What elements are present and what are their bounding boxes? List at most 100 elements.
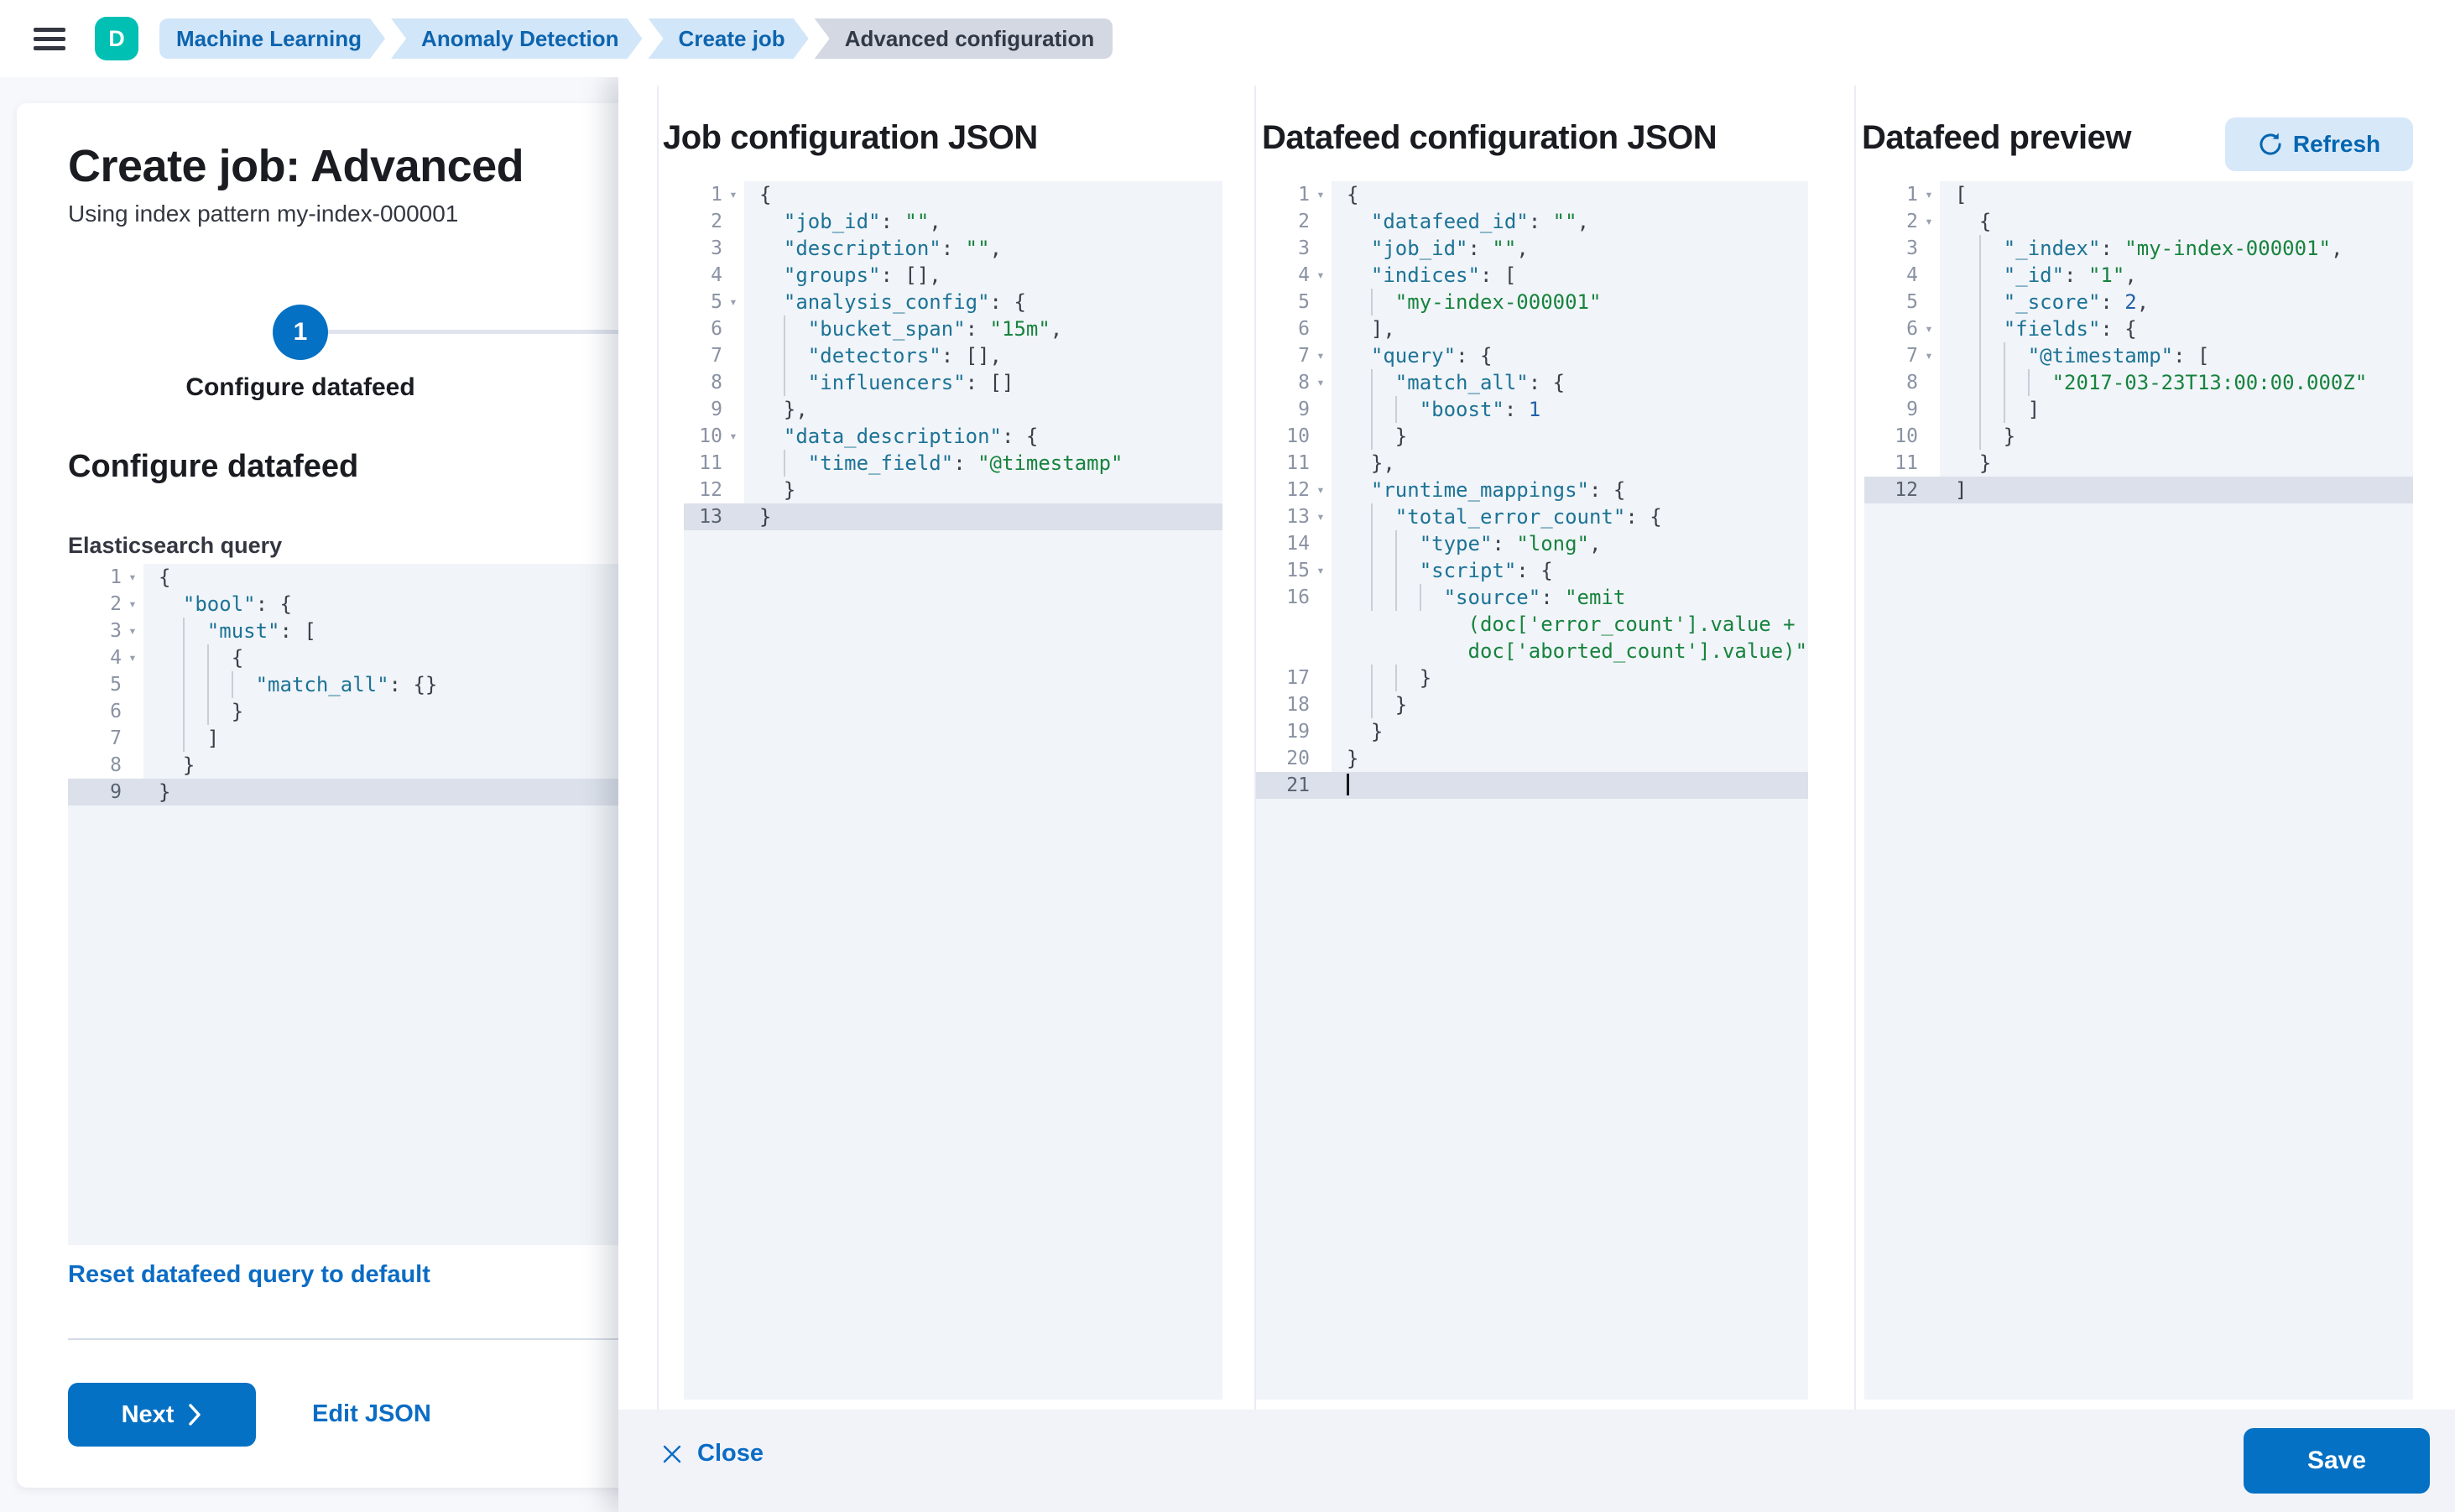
indent-guide	[1978, 342, 1981, 369]
code-line[interactable]: 7 "detectors": [],	[684, 342, 1222, 369]
code-line[interactable]: 6 }	[68, 698, 621, 725]
code-line[interactable]: 8 }	[68, 752, 621, 779]
step-1-indicator[interactable]: 1	[273, 305, 328, 360]
fold-arrow-icon[interactable]: ▾	[128, 596, 137, 612]
fold-arrow-icon[interactable]: ▾	[1316, 186, 1325, 202]
code-line[interactable]: doc['aborted_count'].value)"	[1256, 638, 1808, 665]
code-line[interactable]: 11 },	[1256, 450, 1808, 477]
indent-guide	[231, 671, 233, 698]
breadcrumb-item[interactable]: Machine Learning	[159, 18, 385, 59]
refresh-button[interactable]: Refresh	[2225, 117, 2413, 171]
code-line[interactable]: 7▾ "query": {	[1256, 342, 1808, 369]
code-line[interactable]: 3▾ "must": [	[68, 618, 621, 644]
code-line[interactable]: 4 "groups": [],	[684, 262, 1222, 289]
code-line[interactable]: 4 "_id": "1",	[1864, 262, 2413, 289]
fold-arrow-icon[interactable]: ▾	[1925, 213, 1933, 229]
fold-arrow-icon[interactable]: ▾	[1316, 482, 1325, 498]
code-line[interactable]: 12▾ "runtime_mappings": {	[1256, 477, 1808, 503]
next-button[interactable]: Next	[68, 1383, 256, 1447]
code-line[interactable]: 16 "source": "emit	[1256, 584, 1808, 611]
fold-arrow-icon[interactable]: ▾	[128, 623, 137, 639]
code-line[interactable]: 15▾ "script": {	[1256, 557, 1808, 584]
code-line[interactable]: 12 }	[684, 477, 1222, 503]
code-line[interactable]: 2▾ "bool": {	[68, 591, 621, 618]
code-line[interactable]: 17 }	[1256, 665, 1808, 691]
job-config-json-editor[interactable]: 1▾{2 "job_id": "",3 "description": "",4 …	[684, 181, 1222, 1400]
code-line[interactable]: 8 "2017-03-23T13:00:00.000Z"	[1864, 369, 2413, 396]
edit-json-link[interactable]: Edit JSON	[312, 1400, 431, 1427]
code-line[interactable]: 12]	[1864, 477, 2413, 503]
code-line[interactable]: 4▾ {	[68, 644, 621, 671]
code-line[interactable]: 9 "boost": 1	[1256, 396, 1808, 423]
code-line[interactable]: 8 "influencers": []	[684, 369, 1222, 396]
fold-arrow-icon[interactable]: ▾	[1316, 347, 1325, 363]
code-line[interactable]: 6▾ "fields": {	[1864, 315, 2413, 342]
save-button[interactable]: Save	[2244, 1428, 2430, 1494]
line-number: 3	[711, 237, 722, 259]
json-editor-flyout: Job configuration JSON Datafeed configur…	[618, 77, 2455, 1512]
datafeed-config-json-editor[interactable]: 1▾{2 "datafeed_id": "",3 "job_id": "",4 ▾…	[1256, 181, 1808, 1400]
code-line[interactable]: 3 "_index": "my-index-000001",	[1864, 235, 2413, 262]
menu-icon[interactable]	[34, 23, 65, 55]
code-line[interactable]: 18 }	[1256, 691, 1808, 718]
code-line[interactable]: 14 "type": "long",	[1256, 530, 1808, 557]
avatar[interactable]: D	[95, 17, 138, 60]
code-line[interactable]: 9 ]	[1864, 396, 2413, 423]
code-line[interactable]: 5 "_score": 2,	[1864, 289, 2413, 315]
fold-arrow-icon[interactable]: ▾	[128, 569, 137, 585]
code-line[interactable]: 21	[1256, 772, 1808, 799]
code-line[interactable]: 2 "job_id": "",	[684, 208, 1222, 235]
code-line[interactable]: 11 }	[1864, 450, 2413, 477]
code-line[interactable]: 7▾ "@timestamp": [	[1864, 342, 2413, 369]
line-number: 12	[699, 479, 722, 501]
code-line[interactable]: 3 "job_id": "",	[1256, 235, 1808, 262]
code-line[interactable]: 4▾ "indices": [	[1256, 262, 1808, 289]
reset-datafeed-query-link[interactable]: Reset datafeed query to default	[68, 1261, 430, 1288]
code-line[interactable]: 2 "datafeed_id": "",	[1256, 208, 1808, 235]
code-line[interactable]: 13}	[684, 503, 1222, 530]
fold-arrow-icon[interactable]: ▾	[1925, 347, 1933, 363]
step-1-label[interactable]: Configure datafeed	[185, 373, 415, 401]
fold-arrow-icon[interactable]: ▾	[1316, 267, 1325, 283]
fold-arrow-icon[interactable]: ▾	[1316, 508, 1325, 524]
fold-arrow-icon[interactable]: ▾	[1316, 562, 1325, 578]
fold-arrow-icon[interactable]: ▾	[128, 649, 137, 665]
code-line[interactable]: 19 }	[1256, 718, 1808, 745]
datafeed-preview-editor[interactable]: 1▾[2▾ {3 "_index": "my-index-000001",4 "…	[1864, 181, 2413, 1400]
close-button[interactable]: Close	[660, 1440, 764, 1468]
fold-arrow-icon[interactable]: ▾	[1316, 374, 1325, 390]
code-line[interactable]: 7 ]	[68, 725, 621, 752]
code-line[interactable]: 10 }	[1864, 423, 2413, 450]
code-line[interactable]: 8▾ "match_all": {	[1256, 369, 1808, 396]
code-line[interactable]: 6 "bucket_span": "15m",	[684, 315, 1222, 342]
code-line[interactable]: 2▾ {	[1864, 208, 2413, 235]
code-line[interactable]: 10▾ "data_description": {	[684, 423, 1222, 450]
code-line[interactable]: 6 ],	[1256, 315, 1808, 342]
breadcrumb-item[interactable]: Anomaly Detection	[391, 18, 643, 59]
code-line[interactable]: 1▾[	[1864, 181, 2413, 208]
code-line[interactable]: 13▾ "total_error_count": {	[1256, 503, 1808, 530]
code-line[interactable]: 11 "time_field": "@timestamp"	[684, 450, 1222, 477]
code-line[interactable]: 20}	[1256, 745, 1808, 772]
code-line[interactable]: 1▾{	[68, 564, 621, 591]
code-line[interactable]: 5▾ "analysis_config": {	[684, 289, 1222, 315]
line-number: 4	[1298, 264, 1310, 286]
code-line[interactable]: 9}	[68, 779, 621, 806]
elasticsearch-query-editor[interactable]: 1▾{2▾ "bool": {3▾ "must": [4▾ {5 "match_…	[68, 564, 621, 1245]
code-line[interactable]: 1▾{	[684, 181, 1222, 208]
code-line[interactable]: 1▾{	[1256, 181, 1808, 208]
fold-arrow-icon[interactable]: ▾	[729, 186, 738, 202]
code-line[interactable]: 9 },	[684, 396, 1222, 423]
breadcrumb-item[interactable]: Create job	[649, 18, 809, 59]
code-line[interactable]: 3 "description": "",	[684, 235, 1222, 262]
fold-arrow-icon[interactable]: ▾	[1925, 321, 1933, 336]
fold-arrow-icon[interactable]: ▾	[729, 428, 738, 444]
fold-arrow-icon[interactable]: ▾	[1925, 186, 1933, 202]
code-line[interactable]: (doc['error_count'].value +	[1256, 611, 1808, 638]
line-number: 16	[1286, 587, 1310, 608]
code-line[interactable]: 5 "match_all": {}	[68, 671, 621, 698]
indent-guide	[1978, 396, 1981, 423]
code-line[interactable]: 5 "my-index-000001"	[1256, 289, 1808, 315]
code-line[interactable]: 10 }	[1256, 423, 1808, 450]
fold-arrow-icon[interactable]: ▾	[729, 294, 738, 310]
